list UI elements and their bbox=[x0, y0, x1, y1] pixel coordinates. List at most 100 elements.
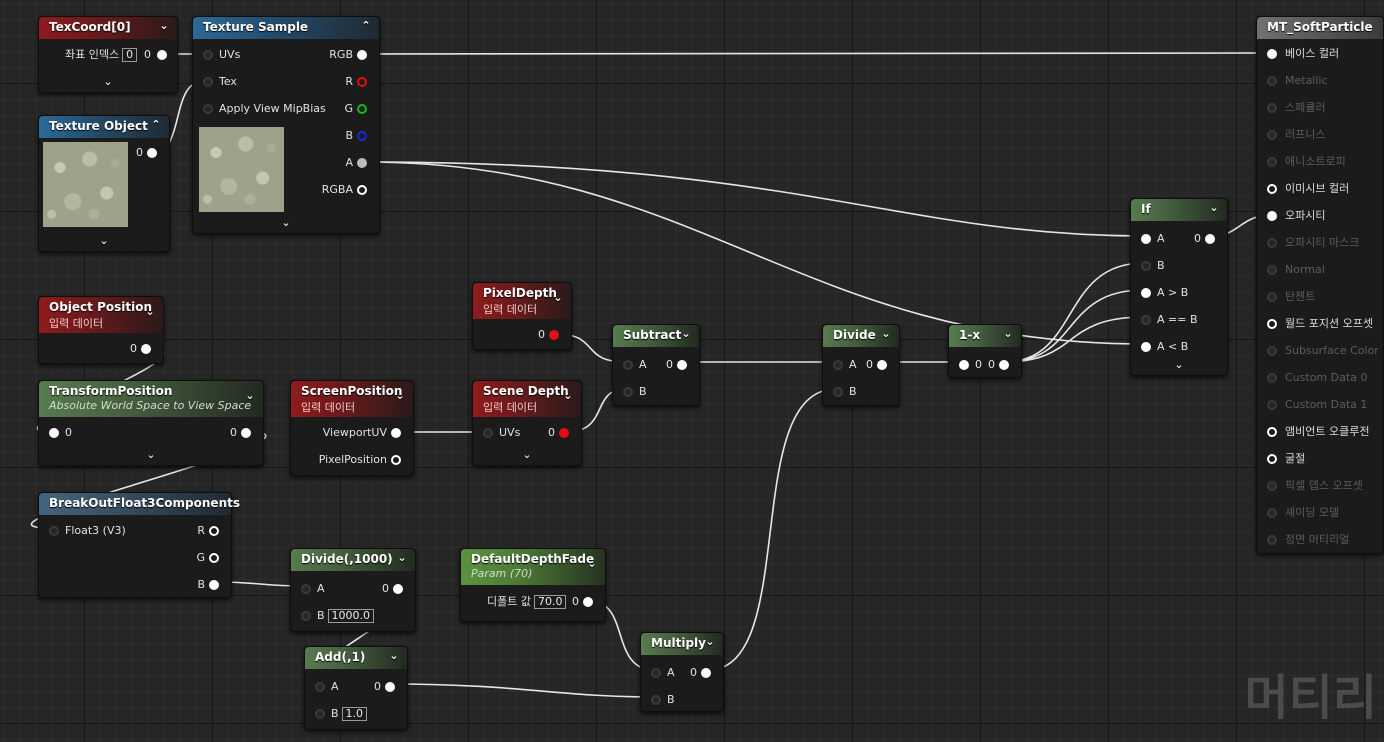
output-pin-icon[interactable] bbox=[357, 50, 367, 60]
input-pin-icon[interactable] bbox=[203, 50, 213, 60]
node-header[interactable]: Add(,1)⌄ bbox=[305, 647, 407, 669]
output-pin-icon[interactable] bbox=[559, 428, 569, 438]
input-pin-icon[interactable] bbox=[301, 611, 311, 621]
chevron-down-icon[interactable]: ⌄ bbox=[553, 291, 563, 304]
chevron-down-icon[interactable]: ⌄ bbox=[245, 389, 255, 402]
node-multiply[interactable]: Multiply⌄ A B 0 bbox=[640, 632, 724, 712]
input-pin-icon[interactable] bbox=[651, 695, 661, 705]
input-pin-icon[interactable] bbox=[483, 428, 493, 438]
output-pin-icon[interactable] bbox=[141, 344, 151, 354]
input-pin-icon[interactable] bbox=[1141, 261, 1151, 271]
input-pin-icon[interactable] bbox=[1267, 238, 1277, 248]
node-header[interactable]: 1-x⌄ bbox=[949, 325, 1021, 347]
chevron-down-icon[interactable]: ⌄ bbox=[159, 19, 169, 32]
output-pin-icon[interactable] bbox=[209, 553, 219, 563]
output-pin-icon[interactable] bbox=[385, 682, 395, 692]
output-pin-icon[interactable] bbox=[241, 428, 251, 438]
input-pin-icon[interactable] bbox=[1267, 481, 1277, 491]
input-pin-icon[interactable] bbox=[1267, 130, 1277, 140]
chevron-down-icon[interactable]: ⌄ bbox=[681, 327, 691, 340]
input-pin-icon[interactable] bbox=[1267, 373, 1277, 383]
output-pin-icon[interactable] bbox=[583, 597, 593, 607]
input-pin-icon[interactable] bbox=[833, 387, 843, 397]
input-pin-icon[interactable] bbox=[1267, 103, 1277, 113]
output-pin-icon[interactable] bbox=[357, 104, 367, 114]
input-pin-icon[interactable] bbox=[623, 387, 633, 397]
input-pin-icon[interactable] bbox=[1267, 535, 1277, 545]
input-pin-icon[interactable] bbox=[623, 360, 633, 370]
input-pin-icon[interactable] bbox=[651, 668, 661, 678]
input-pin-icon[interactable] bbox=[301, 584, 311, 594]
chevron-down-icon[interactable]: ⌄ bbox=[145, 305, 155, 318]
node-one-minus[interactable]: 1-x⌄ 0 0 bbox=[948, 324, 1022, 378]
chevron-up-icon[interactable]: ⌃ bbox=[361, 19, 371, 32]
node-header[interactable]: Divide⌄ bbox=[823, 325, 899, 347]
output-pin-icon[interactable] bbox=[701, 668, 711, 678]
expand-chevron-icon[interactable]: ⌄ bbox=[99, 234, 109, 247]
input-pin-icon[interactable] bbox=[833, 360, 843, 370]
coordinate-index-field[interactable]: 0 bbox=[122, 48, 138, 62]
node-texture-sample[interactable]: Texture Sample⌃ UVs Tex Apply View MipBi… bbox=[192, 16, 380, 234]
chevron-down-icon[interactable]: ⌄ bbox=[397, 551, 407, 564]
chevron-down-icon[interactable]: ⌄ bbox=[389, 649, 399, 662]
node-header[interactable]: Texture Sample⌃ bbox=[193, 17, 379, 39]
input-pin-icon[interactable] bbox=[1267, 184, 1277, 194]
output-pin-icon[interactable] bbox=[209, 526, 219, 536]
input-pin-icon[interactable] bbox=[1141, 234, 1151, 244]
output-pin-icon[interactable] bbox=[357, 185, 367, 195]
output-pin-icon[interactable] bbox=[391, 455, 401, 465]
node-subtract[interactable]: Subtract⌄ A B 0 bbox=[612, 324, 700, 406]
input-pin-icon[interactable] bbox=[1267, 292, 1277, 302]
node-header[interactable]: Multiply⌄ bbox=[641, 633, 723, 655]
output-pin-icon[interactable] bbox=[357, 77, 367, 87]
output-pin-icon[interactable] bbox=[147, 148, 157, 158]
output-pin-icon[interactable] bbox=[677, 360, 687, 370]
output-pin-icon[interactable] bbox=[391, 428, 401, 438]
node-header[interactable]: Subtract⌄ bbox=[613, 325, 699, 347]
input-pin-icon[interactable] bbox=[203, 104, 213, 114]
input-pin-icon[interactable] bbox=[1267, 49, 1277, 59]
input-pin-icon[interactable] bbox=[1267, 265, 1277, 275]
node-header[interactable]: BreakOutFloat3Components bbox=[39, 493, 240, 515]
chevron-down-icon[interactable]: ⌄ bbox=[587, 557, 597, 570]
node-header[interactable]: MT_SoftParticle bbox=[1257, 17, 1383, 39]
input-pin-icon[interactable] bbox=[1267, 211, 1277, 221]
chevron-down-icon[interactable]: ⌄ bbox=[563, 389, 573, 402]
node-header[interactable]: Divide(,1000)⌄ bbox=[291, 549, 415, 571]
chevron-up-icon[interactable]: ⌃ bbox=[151, 118, 161, 131]
node-header[interactable]: If⌄ bbox=[1131, 199, 1227, 221]
default-value-field[interactable]: 70.0 bbox=[533, 595, 567, 609]
input-pin-icon[interactable] bbox=[1267, 319, 1277, 329]
output-pin-icon[interactable] bbox=[357, 131, 367, 141]
node-breakout-float3[interactable]: BreakOutFloat3Components Float3 (V3) R G… bbox=[38, 492, 240, 598]
output-pin-icon[interactable] bbox=[1205, 234, 1215, 244]
chevron-down-icon[interactable]: ⌄ bbox=[1209, 201, 1219, 214]
expand-chevron-icon[interactable]: ⌄ bbox=[1174, 358, 1184, 371]
output-pin-icon[interactable] bbox=[549, 330, 559, 340]
input-pin-icon[interactable] bbox=[49, 526, 59, 536]
input-pin-icon[interactable] bbox=[1267, 427, 1277, 437]
node-texture-object[interactable]: Texture Object⌃ 0 ⌄ bbox=[38, 115, 170, 252]
input-pin-icon[interactable] bbox=[1141, 342, 1151, 352]
input-pin-icon[interactable] bbox=[1267, 76, 1277, 86]
input-pin-icon[interactable] bbox=[1267, 454, 1277, 464]
input-pin-icon[interactable] bbox=[315, 709, 325, 719]
input-pin-icon[interactable] bbox=[1267, 400, 1277, 410]
output-pin-icon[interactable] bbox=[157, 50, 167, 60]
output-pin-icon[interactable] bbox=[877, 360, 887, 370]
